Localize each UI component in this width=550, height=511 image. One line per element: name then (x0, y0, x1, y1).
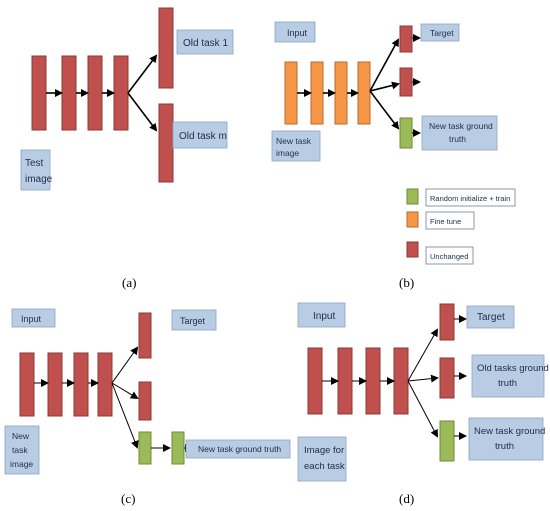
test-image-box (20, 149, 51, 191)
unchanged-head (138, 381, 152, 421)
new-task-image-line1: New task (276, 136, 312, 146)
new-task-gt-label: New task ground truth (198, 444, 281, 454)
old-tasks-gt-box (471, 354, 545, 398)
branch-arrow (407, 380, 438, 438)
new-task-extra-layer (171, 431, 185, 465)
old-task-1-box (176, 29, 234, 55)
unchanged-layer (31, 55, 47, 131)
legend: Random initialize + train Fine tune Unch… (406, 188, 516, 265)
unchanged-layer (19, 352, 35, 417)
branch-arrow (407, 328, 438, 382)
old-task-m-head (158, 103, 174, 183)
unchanged-layer (113, 55, 129, 131)
legend-swatch-unchanged (406, 241, 419, 258)
image-for-each-task-line2: each task (304, 461, 345, 472)
panel-d: Input Target Old tasks ground truth New … (297, 302, 549, 506)
unchanged-layer (97, 352, 113, 417)
branch-arrow (407, 374, 439, 383)
unchanged-layer (365, 347, 381, 415)
panel-c-caption: (c) (121, 491, 135, 506)
legend-label-box (425, 188, 516, 207)
old-tasks-gt-line1: Old tasks ground (477, 363, 549, 374)
branch-arrow (111, 382, 139, 449)
legend-label-unchanged: Unchanged (430, 252, 468, 261)
unchanged-layer (87, 55, 103, 131)
legend-label-fine-tune: Fine tune (430, 217, 461, 226)
panel-a-caption: (a) (122, 275, 136, 290)
image-for-each-task-box (297, 436, 347, 482)
fine-tune-layer (357, 61, 371, 125)
new-task-image-line2: task (12, 445, 28, 455)
branch-arrow (111, 382, 139, 400)
new-task-head (399, 117, 413, 149)
legend-label-box (425, 246, 474, 265)
legend-label-random-init: Random initialize + train (430, 194, 510, 203)
new-task-gt-box (468, 417, 544, 461)
old-tasks-gt-line2: truth (498, 378, 517, 389)
new-task-gt-box (185, 439, 291, 459)
new-task-image-line1: New (12, 431, 30, 441)
test-image-label-line1: Test (25, 158, 44, 169)
target-label: Target (180, 316, 206, 326)
legend-swatch-fine-tune (406, 211, 419, 228)
branch-arrow (369, 81, 400, 92)
target-label: Target (430, 28, 454, 38)
branch-arrow (369, 38, 399, 92)
old-task-m-label: Old task m (179, 131, 227, 142)
panel-a: Old task 1 Old task m Test image (a) (20, 7, 234, 290)
unchanged-layer (73, 352, 89, 417)
new-task-gt-line1: New task ground (474, 426, 545, 437)
fine-tune-layer (334, 61, 348, 125)
new-task-image-box (271, 130, 321, 162)
old-task-m-box (172, 121, 228, 149)
input-box (297, 302, 346, 328)
new-task-image-line2: image (276, 148, 299, 158)
test-image-label-line2: image (25, 174, 53, 185)
input-label: Input (21, 314, 42, 324)
unchanged-layer (393, 347, 409, 415)
input-box (274, 21, 316, 43)
panel-c: Input Target New task ground truth New t… (4, 308, 291, 506)
panel-b: Input Target New task ground truth New t… (271, 21, 516, 290)
legend-label-box (425, 211, 475, 230)
legend-swatch-random-init (406, 188, 419, 205)
new-task-image-line3: image (10, 459, 33, 469)
target-box (466, 305, 515, 329)
panel-b-caption: (b) (399, 275, 414, 290)
new-task-head (138, 431, 152, 465)
unchanged-layer (47, 352, 63, 417)
new-task-gt-line1: New task ground (429, 121, 493, 131)
unchanged-layer (61, 55, 77, 131)
unchanged-head (399, 67, 413, 97)
target-box (420, 23, 460, 42)
unchanged-head (138, 312, 152, 359)
branch-arrow (127, 92, 158, 132)
unchanged-layer (307, 347, 323, 415)
target-box (171, 309, 217, 331)
old-task-1-label: Old task 1 (183, 38, 228, 49)
branch-arrow (127, 54, 158, 94)
target-label: Target (477, 312, 505, 323)
new-task-image-box (4, 425, 40, 475)
unchanged-head (399, 25, 413, 53)
branch-arrow (369, 90, 400, 130)
new-task-gt-line2: truth (449, 134, 466, 144)
panel-d-caption: (d) (399, 491, 414, 506)
branch-arrow (111, 346, 139, 384)
image-for-each-task-line1: Image for (304, 445, 344, 456)
new-task-gt-line2: truth (495, 441, 514, 452)
fine-tune-layer (284, 61, 298, 125)
new-task-head (439, 420, 455, 462)
unchanged-head (439, 357, 455, 399)
input-box (11, 308, 56, 328)
old-task-1-head (158, 7, 174, 89)
input-label: Input (287, 28, 308, 38)
fine-tune-layer (310, 61, 324, 125)
new-task-gt-box (421, 115, 498, 151)
input-label: Input (313, 311, 335, 322)
unchanged-head (439, 303, 455, 341)
unchanged-layer (337, 347, 353, 415)
